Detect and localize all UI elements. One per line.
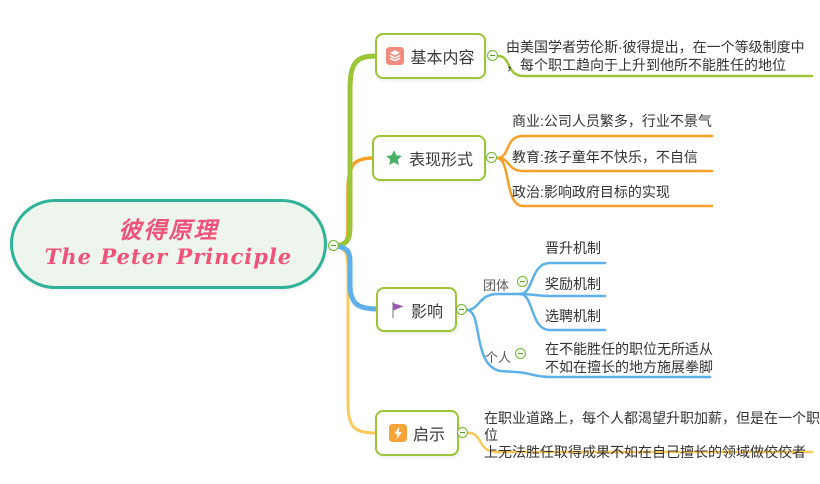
- collapse-button-group[interactable]: [517, 276, 528, 287]
- forms-item-education[interactable]: 教育:孩子童年不快乐，不自信: [512, 149, 698, 165]
- basic-detail-line1: 由美国学者劳伦斯·彼得提出，在一个等级制度中: [506, 39, 805, 55]
- branch-line-forms: [332, 156, 375, 248]
- child-line-mech-selection: [518, 292, 607, 332]
- child-line-group: [465, 292, 522, 312]
- collapse-button-forms[interactable]: [486, 152, 497, 163]
- topic-impact-label: 影响: [410, 303, 443, 321]
- individual-line1: 在不能胜任的职位无所适从: [545, 341, 713, 357]
- basic-detail-text[interactable]: 由美国学者劳伦斯·彼得提出，在一个等级制度中 ，每个职工趋向于上升到他所不能胜任…: [506, 38, 805, 74]
- central-topic[interactable]: 彼得原理 The Peter Principle: [10, 199, 327, 289]
- child-line-mech-reward: [518, 292, 607, 298]
- bolt-icon: [388, 424, 407, 442]
- individual-line2: 不如在擅长的地方施展拳脚: [545, 359, 713, 375]
- child-line-individual: [465, 308, 712, 379]
- impact-group-label[interactable]: 团体: [483, 278, 510, 293]
- mechanism-reward[interactable]: 奖励机制: [545, 276, 601, 292]
- topic-insight-label: 启示: [412, 427, 445, 444]
- topic-forms[interactable]: 表现形式: [372, 135, 486, 181]
- topic-basic-label: 基本内容: [410, 50, 475, 67]
- child-line-basic-detail: [496, 54, 814, 78]
- flag-icon: [390, 301, 405, 319]
- child-line-insight-detail: [467, 431, 814, 454]
- branch-line-basic: [331, 53, 379, 249]
- topic-forms-label: 表现形式: [408, 152, 473, 169]
- forms-item-business[interactable]: 商业:公司人员繁多，行业不景气: [512, 113, 712, 129]
- insight-detail-line1: 在职业道路上，每个人都渴望升职加薪，但是在一个职位: [484, 410, 820, 443]
- collapse-button-basic[interactable]: [487, 50, 498, 61]
- central-title-zh: 彼得原理: [118, 217, 219, 244]
- collapse-button-central[interactable]: [328, 240, 339, 251]
- individual-detail-text[interactable]: 在不能胜任的职位无所适从 不如在擅长的地方施展拳脚: [545, 340, 713, 376]
- topic-insight[interactable]: 启示: [375, 410, 459, 456]
- star-icon: [385, 149, 403, 167]
- layers-icon: [386, 47, 405, 65]
- impact-individual-label[interactable]: 个人: [485, 350, 512, 365]
- central-title-en: The Peter Principle: [44, 244, 293, 269]
- branch-line-impact: [331, 243, 380, 312]
- topic-basic-content[interactable]: 基本内容: [375, 33, 486, 79]
- mechanism-promotion[interactable]: 晋升机制: [545, 240, 601, 256]
- collapse-button-impact[interactable]: [456, 304, 467, 315]
- collapse-button-insight[interactable]: [457, 427, 468, 438]
- topic-impact[interactable]: 影响: [376, 287, 457, 332]
- mechanism-selection[interactable]: 选聘机制: [545, 308, 601, 324]
- insight-detail-text[interactable]: 在职业道路上，每个人都渴望升职加薪，但是在一个职位 上无法胜任取得成果不如在自己…: [484, 410, 820, 461]
- collapse-button-individual[interactable]: [515, 348, 526, 359]
- basic-detail-line2: ，每个职工趋向于上升到他所不能胜任的地位: [506, 57, 786, 73]
- insight-detail-line2: 上无法胜任取得成果不如在自己擅长的领域做佼佼者: [484, 444, 806, 460]
- child-line-politics: [495, 156, 714, 208]
- forms-item-politics[interactable]: 政治:影响政府目标的实现: [512, 184, 670, 200]
- branch-line-insight: [332, 244, 378, 435]
